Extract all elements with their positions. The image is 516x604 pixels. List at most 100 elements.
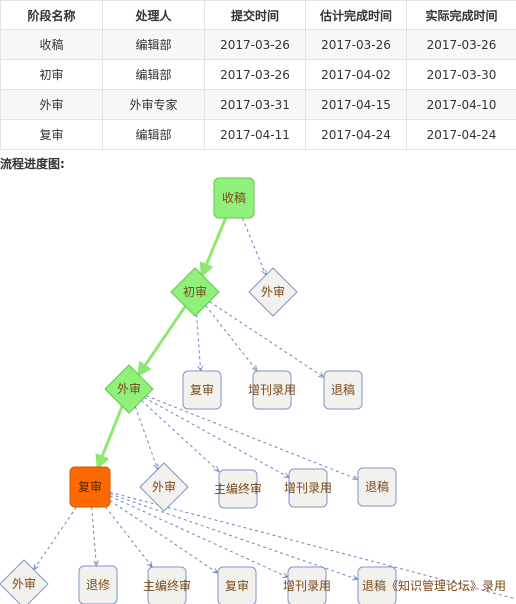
rect-shape [213,177,255,219]
flow-node-reject-2[interactable]: 退稿 [357,467,397,507]
flow-edge-receive-to-external_1 [241,217,266,275]
flow-edge-external_review-to-reject_2 [146,395,358,480]
cell-estimated: 2017-03-26 [305,29,407,60]
flow-edge-re_review-to-supplement_3 [109,495,288,578]
flow-node-label: 收稿 [222,190,246,205]
header-actual-time: 实际完成时间 [406,0,516,30]
flow-node-label: 主编终审 [143,578,191,593]
rect-shape [288,468,328,508]
flow-node-label: 退稿《知识管理论坛》录用 [362,578,506,593]
flow-node-label: 增刊录用 [283,579,331,593]
rect-shape [218,469,258,509]
flow-node-label: 复审 [190,382,214,397]
header-estimated-time: 估计完成时间 [305,0,407,30]
flow-edge-first_review-to-supplement_1 [205,305,258,371]
rect-shape [182,370,222,410]
cell-submit: 2017-03-31 [204,89,306,120]
flow-node-label: 主编终审 [214,481,262,496]
rect-shape [69,466,111,508]
cell-stage: 初审 [0,59,103,90]
flow-nodes: 收稿初审外审外审复审增刊录用退稿复审外审主编终审增刊录用退稿外审退修主编终审复审… [0,177,506,604]
flow-node-revise[interactable]: 退修 [78,565,118,604]
cell-actual: 2017-03-26 [406,29,516,60]
cell-actual: 2017-04-24 [406,119,516,150]
flow-edge-re_review-to-extra_right [109,491,516,600]
flow-node-reject-1[interactable]: 退稿 [323,370,363,410]
cell-actual: 2017-03-30 [406,59,516,90]
flow-edge-external_review-to-external_2 [134,406,157,470]
rect-shape [357,566,397,604]
cell-handler: 编辑部 [102,29,205,60]
flow-node-reject-forum[interactable]: 退稿《知识管理论坛》录用 [357,566,506,604]
flow-node-label: 外审 [261,284,285,299]
cell-actual: 2017-04-10 [406,89,516,120]
rect-shape [147,566,187,604]
flow-node-label: 外审 [12,576,36,591]
flow-edge-receive-to-first_review [199,217,228,278]
flow-edge-re_review-to-chief_2 [105,506,153,567]
diamond-shape [104,364,154,414]
flow-node-external-3[interactable]: 外审 [0,559,49,604]
rect-shape [323,370,363,410]
flow-edge-first_review-to-external_review [137,305,187,378]
flow-node-supplement-1[interactable]: 增刊录用 [248,370,296,410]
flow-node-label: 退稿 [365,479,389,494]
cell-estimated: 2017-04-02 [305,59,407,90]
flow-node-supplement-2[interactable]: 增刊录用 [284,468,332,508]
diamond-shape [0,559,49,604]
rect-shape [78,565,118,604]
flow-node-supplement-3[interactable]: 增刊录用 [283,566,331,604]
diamond-shape [170,267,220,317]
cell-handler: 编辑部 [102,119,205,150]
stage-table: 阶段名称 处理人 提交时间 估计完成时间 实际完成时间 收稿 编辑部 2017-… [0,0,516,150]
flow-node-external-2[interactable]: 外审 [139,462,189,512]
cell-submit: 2017-03-26 [204,59,306,90]
flow-edge-re_review-to-external_3 [34,506,77,570]
cell-stage: 收稿 [0,29,103,60]
flow-edge-external_review-to-re_review [95,405,124,470]
table-row: 初审 编辑部 2017-03-26 2017-04-02 2017-03-30 [0,59,516,90]
rect-shape [217,566,257,604]
flow-node-receive[interactable]: 收稿 [213,177,255,219]
rect-shape [357,467,397,507]
flow-node-external-review[interactable]: 外审 [104,364,154,414]
flow-node-chief-2[interactable]: 主编终审 [143,566,191,604]
flow-edge-first_review-to-re_review_1 [196,314,201,371]
flow-node-label: 复审 [78,479,102,494]
cell-stage: 复审 [0,119,103,150]
diamond-shape [248,267,298,317]
flow-edge-re_review-to-reject_forum [109,493,358,580]
flow-node-re-review[interactable]: 复审 [69,466,111,508]
flow-node-re-review-1[interactable]: 复审 [182,370,222,410]
flow-node-external-1[interactable]: 外审 [248,267,298,317]
flow-node-label: 初审 [183,284,207,299]
flow-node-label: 外审 [152,479,176,494]
cell-estimated: 2017-04-15 [305,89,407,120]
flow-edge-first_review-to-reject_1 [209,301,324,378]
rect-shape [252,370,292,410]
flow-chart-title: 流程进度图: [0,157,65,171]
table-row: 收稿 编辑部 2017-03-26 2017-03-26 2017-03-26 [0,29,516,60]
cell-submit: 2017-04-11 [204,119,306,150]
rect-shape [287,566,327,604]
flow-node-label: 增刊录用 [248,383,296,397]
flow-edge-external_review-to-chief_1 [141,400,219,471]
flow-node-label: 外审 [117,381,141,396]
table-row: 复审 编辑部 2017-04-11 2017-04-24 2017-04-24 [0,119,516,150]
table-header-row: 阶段名称 处理人 提交时间 估计完成时间 实际完成时间 [0,0,516,30]
flow-node-label: 退稿 [331,382,355,397]
flow-edge-re_review-to-re_review_2 [109,500,218,573]
table-row: 外审 外审专家 2017-03-31 2017-04-15 2017-04-10 [0,89,516,120]
flow-edge-re_review-to-revise [91,506,97,566]
diamond-shape [139,462,189,512]
cell-estimated: 2017-04-24 [305,119,407,150]
header-stage-name: 阶段名称 [0,0,103,30]
flow-node-re-review-2[interactable]: 复审 [217,566,257,604]
flow-node-label: 复审 [225,578,249,593]
flow-node-first-review[interactable]: 初审 [170,267,220,317]
flow-edges [34,217,516,600]
flow-node-label: 退修 [86,577,110,592]
cell-submit: 2017-03-26 [204,29,306,60]
flow-node-chief-1[interactable]: 主编终审 [214,469,262,509]
